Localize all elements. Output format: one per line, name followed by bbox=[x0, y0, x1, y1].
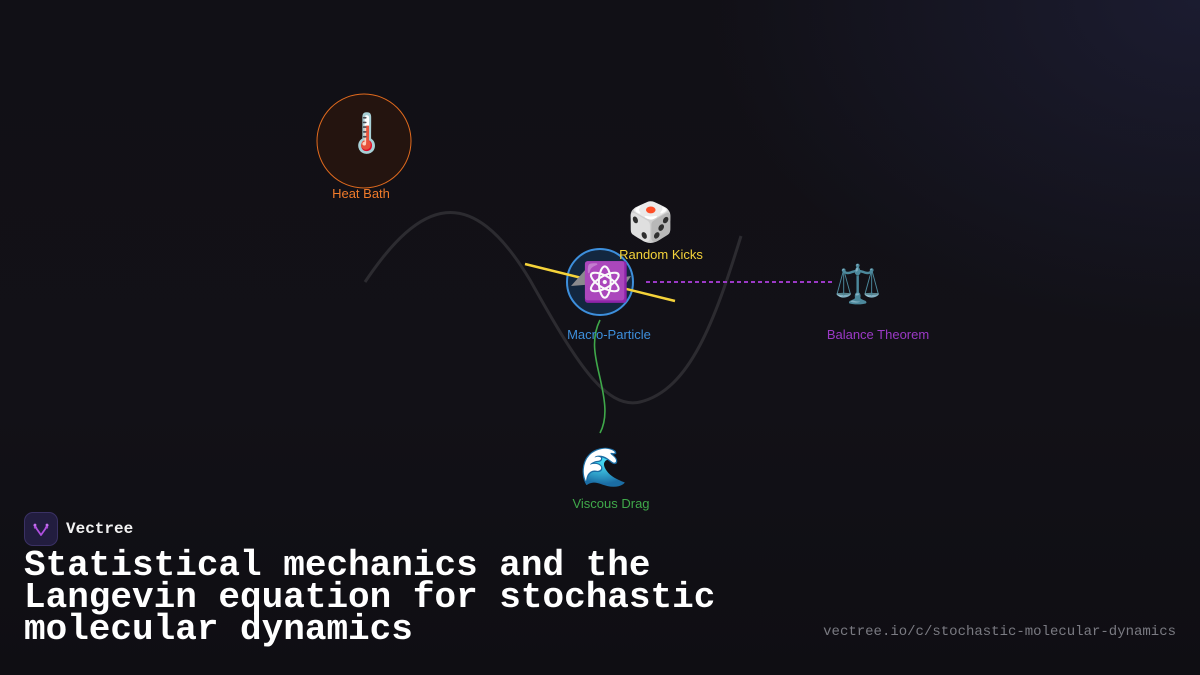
kick-arrow-right bbox=[606, 276, 631, 293]
page-url[interactable]: vectree.io/c/stochastic-molecular-dynami… bbox=[823, 624, 1176, 640]
vectree-logo-icon bbox=[24, 512, 58, 546]
thermometer-icon: 🌡️ bbox=[343, 111, 391, 155]
potential-curve bbox=[363, 211, 743, 405]
atom-icon: ⚛️ bbox=[582, 260, 630, 304]
random-kicks-label: Random Kicks bbox=[619, 247, 703, 262]
heat-bath-node[interactable] bbox=[316, 93, 412, 189]
wave-icon: 🌊 bbox=[580, 445, 628, 489]
kick-arrow-left bbox=[571, 269, 596, 286]
brand-name: Vectree bbox=[66, 520, 134, 538]
brand: Vectree bbox=[24, 512, 133, 546]
heat-bath-label: Heat Bath bbox=[332, 186, 390, 201]
balance-scale-icon: ⚖️ bbox=[834, 262, 882, 306]
viscous-drag-label: Viscous Drag bbox=[572, 496, 650, 511]
viscous-drag-edge bbox=[593, 319, 606, 434]
balance-theorem-label: Balance Theorem bbox=[826, 327, 930, 342]
random-kicks-edge bbox=[524, 262, 676, 303]
page-title: Statistical mechanics and the Langevin e… bbox=[24, 545, 716, 650]
macro-particle-label: Macro-Particle bbox=[567, 327, 651, 342]
dice-icon: 🎲 bbox=[627, 200, 675, 244]
